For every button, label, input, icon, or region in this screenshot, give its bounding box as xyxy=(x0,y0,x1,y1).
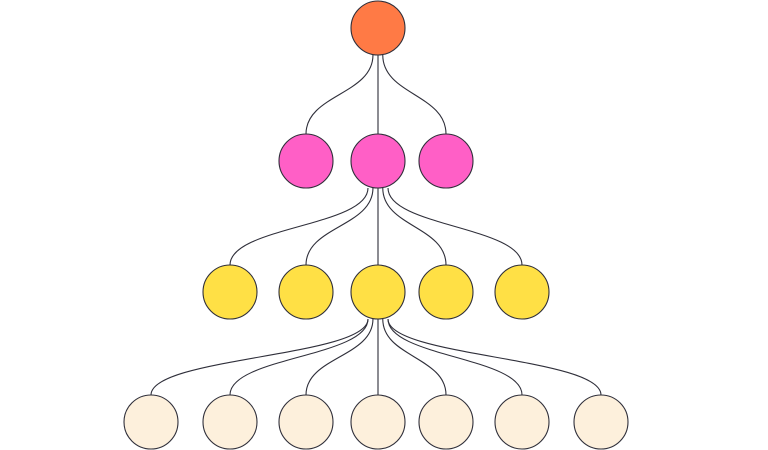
edge-level-2-to-3-1 xyxy=(229,187,369,266)
node-level-2-1 xyxy=(278,133,334,189)
edge-level-3-to-4-2 xyxy=(229,318,369,396)
node-level-3-3 xyxy=(350,264,406,320)
edges-layer xyxy=(150,54,602,396)
edge-level-1-to-2-3 xyxy=(382,54,447,135)
node-level-4-5 xyxy=(418,394,474,450)
node-level-3-2 xyxy=(278,264,334,320)
node-level-4-4 xyxy=(350,394,406,450)
node-level-1-1 xyxy=(350,0,406,56)
node-level-4-7 xyxy=(573,394,629,450)
node-level-3-1 xyxy=(202,264,258,320)
edge-level-3-to-4-5 xyxy=(382,318,447,396)
node-level-3-5 xyxy=(494,264,550,320)
edge-level-2-to-3-2 xyxy=(305,187,374,266)
edge-level-1-to-2-1 xyxy=(305,54,374,135)
node-level-4-3 xyxy=(278,394,334,450)
edge-level-2-to-3-4 xyxy=(382,187,447,266)
node-level-4-2 xyxy=(202,394,258,450)
edge-level-3-to-4-3 xyxy=(305,318,374,396)
node-level-2-3 xyxy=(418,133,474,189)
edge-level-3-to-4-1 xyxy=(150,318,369,396)
node-level-3-4 xyxy=(418,264,474,320)
node-level-4-1 xyxy=(123,394,179,450)
edge-level-2-to-3-5 xyxy=(387,187,523,266)
edge-level-3-to-4-6 xyxy=(387,318,523,396)
node-level-4-6 xyxy=(494,394,550,450)
edge-level-3-to-4-7 xyxy=(387,318,602,396)
node-level-2-2 xyxy=(350,133,406,189)
nodes-layer xyxy=(123,0,629,450)
